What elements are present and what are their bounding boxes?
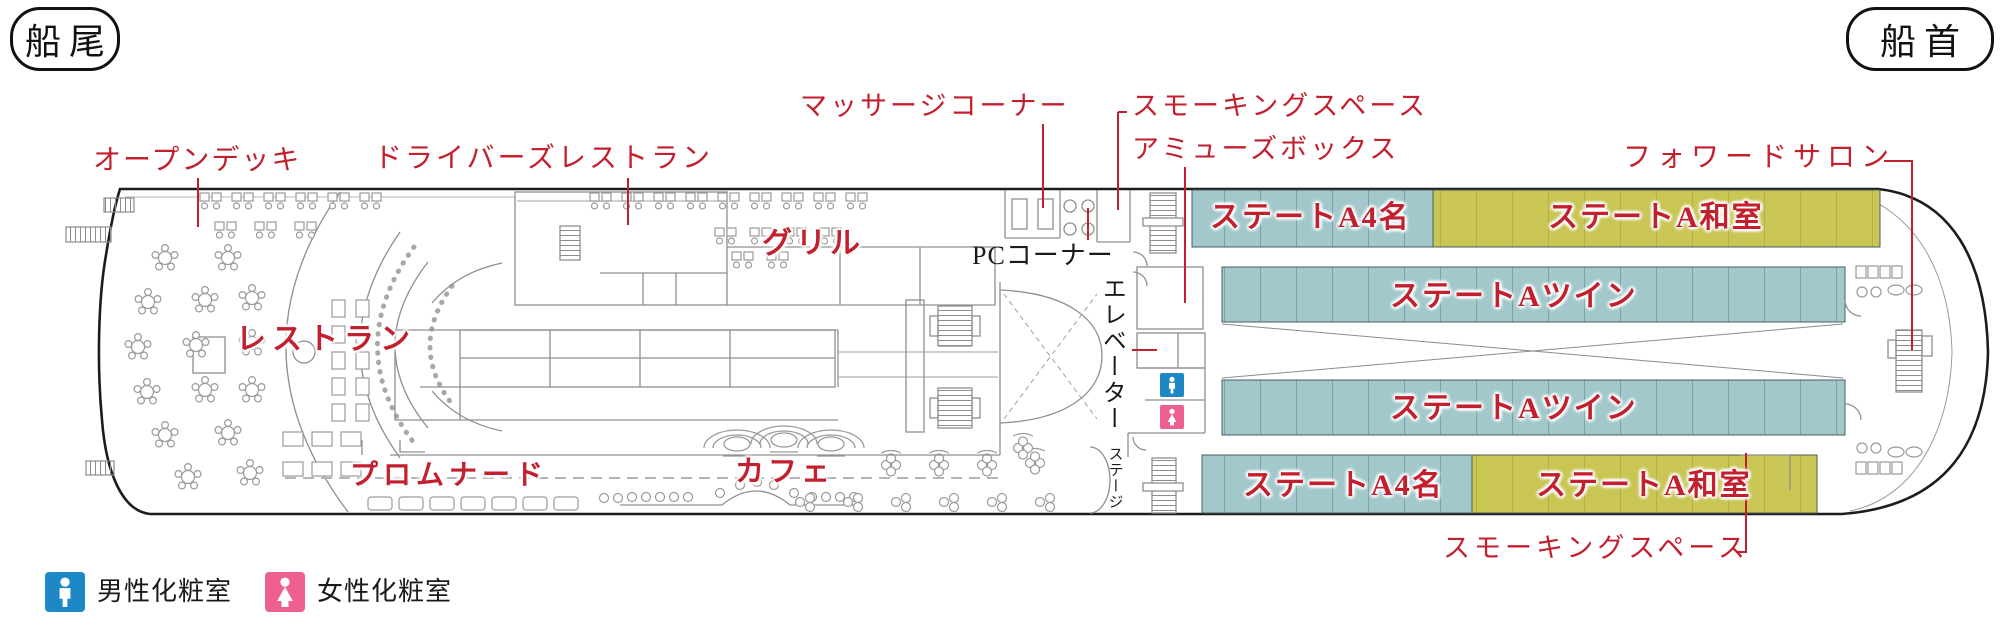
side-stairs: [65, 197, 135, 476]
legend-male-label: 男性化粧室: [97, 577, 233, 606]
leader-smoking-top: [1117, 111, 1127, 210]
label-smoking-space-top: スモーキングスペース: [1132, 91, 1428, 121]
drivers-restaurant-walls: [394, 191, 998, 421]
stern-badge: 船尾: [10, 7, 120, 71]
cabin-label-twin-lower: ステートAツイン: [1390, 392, 1638, 425]
top-lobby-walls: [1004, 190, 1184, 287]
label-drivers-restaurant: ドライバーズレストラン: [374, 143, 714, 174]
label-promenade: プロムナード: [350, 460, 549, 491]
label-open-deck: オープンデッキ: [93, 145, 302, 176]
hull-outline: [97, 187, 1990, 516]
forward-salon-area: [1740, 265, 1933, 490]
cabin-label-a4-bottom: ステートA4名: [1243, 469, 1444, 502]
bow-badge: 船首: [1846, 7, 1994, 71]
atrium: [905, 282, 1103, 433]
cabin-blocks: [1191, 189, 1881, 514]
label-amuse-box: アミューズボックス: [1132, 134, 1400, 164]
label-elevator: エレベーター: [1098, 276, 1125, 432]
promenade-area: [282, 431, 1000, 511]
leader-lines: [197, 111, 1913, 553]
leader-forward-salon: [1884, 160, 1913, 350]
cabin-label-washitsu-top: ステートA和室: [1548, 201, 1764, 234]
label-restaurant: レストラン: [236, 323, 416, 356]
label-massage-corner: マッサージコーナー: [800, 91, 1070, 121]
label-grill: グリル: [762, 227, 864, 260]
amuse-box-room: [1136, 266, 1204, 330]
open-deck-tables: [124, 244, 266, 490]
cafe-area: [598, 425, 1056, 513]
label-forward-salon: フォワードサロン: [1623, 142, 1896, 173]
label-pc-corner: PCコーナー: [972, 241, 1114, 270]
cabin-label-a4-top: ステートA4名: [1210, 201, 1411, 234]
legend-female-label: 女性化粧室: [317, 577, 453, 606]
cabin-label-twin-upper: ステートAツイン: [1390, 280, 1638, 313]
mid-lobby-walls: [999, 266, 1206, 514]
legend-icons: [45, 572, 305, 612]
restroom-plan-icons: [1160, 373, 1184, 429]
label-cafe: カフェ: [735, 456, 835, 488]
corridor-x: [1221, 323, 1844, 379]
label-smoking-space-bottom: スモーキングスペース: [1443, 533, 1749, 563]
restaurant-tables: [199, 192, 382, 422]
label-stage: ステージ: [1106, 446, 1123, 510]
cabin-label-washitsu-bottom: ステートA和室: [1536, 469, 1752, 502]
leader-smoking-bottom: [1737, 453, 1747, 553]
stage-arc: [1089, 446, 1111, 514]
